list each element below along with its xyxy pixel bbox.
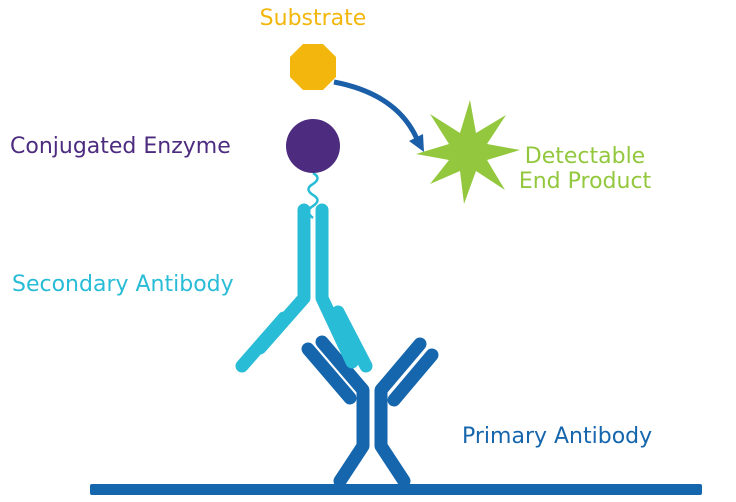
secondary-antibody-shape <box>235 203 373 373</box>
detectable-end-product-label: Detectable End Product <box>518 144 652 195</box>
primary-antibody-shape <box>301 335 439 488</box>
primary-heavy-chain-right <box>374 337 427 488</box>
primary-heavy-chain-left <box>315 335 370 488</box>
secondary-light-chain-right <box>331 305 373 373</box>
assay-surface-bar <box>90 484 702 495</box>
linker-squiggle-icon <box>307 171 319 219</box>
secondary-light-chain-left <box>235 311 291 373</box>
reaction-arrow-head <box>409 134 424 152</box>
secondary-antibody-label: Secondary Antibody <box>12 272 234 297</box>
primary-light-chain-left <box>301 342 357 405</box>
reaction-arrow-icon <box>333 79 424 152</box>
enzyme-circle-icon <box>286 119 340 173</box>
substrate-label: Substrate <box>259 6 367 31</box>
conjugated-enzyme-label: Conjugated Enzyme <box>10 134 231 159</box>
primary-light-chain-right <box>387 348 439 407</box>
primary-antibody-label: Primary Antibody <box>462 424 653 449</box>
secondary-heavy-chain-right <box>315 203 359 369</box>
reaction-arrow-curve <box>333 79 420 141</box>
substrate-octagon-icon <box>290 44 336 90</box>
product-starburst-icon <box>416 100 520 204</box>
